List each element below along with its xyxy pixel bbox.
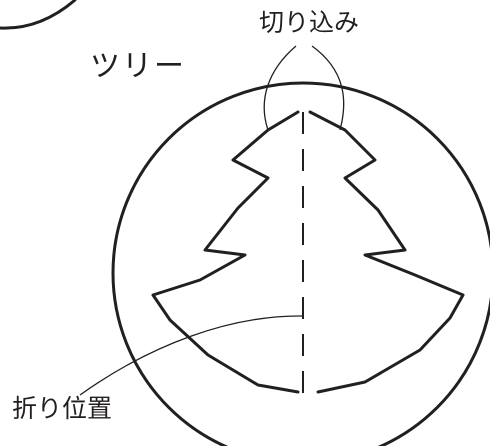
tree-cut-line-right — [308, 110, 465, 394]
speech-bubble-edge — [0, 0, 77, 30]
cut-label: 切り込み — [259, 8, 360, 37]
cut-leader-right — [311, 45, 345, 131]
tree-cut-line-left — [151, 110, 300, 394]
fold-leader — [79, 315, 304, 396]
cut-leader-left — [263, 45, 297, 131]
title-label: ツリー — [90, 49, 186, 84]
fold-position-label: 折り位置 — [12, 394, 113, 423]
circle-card-outline — [111, 81, 490, 446]
